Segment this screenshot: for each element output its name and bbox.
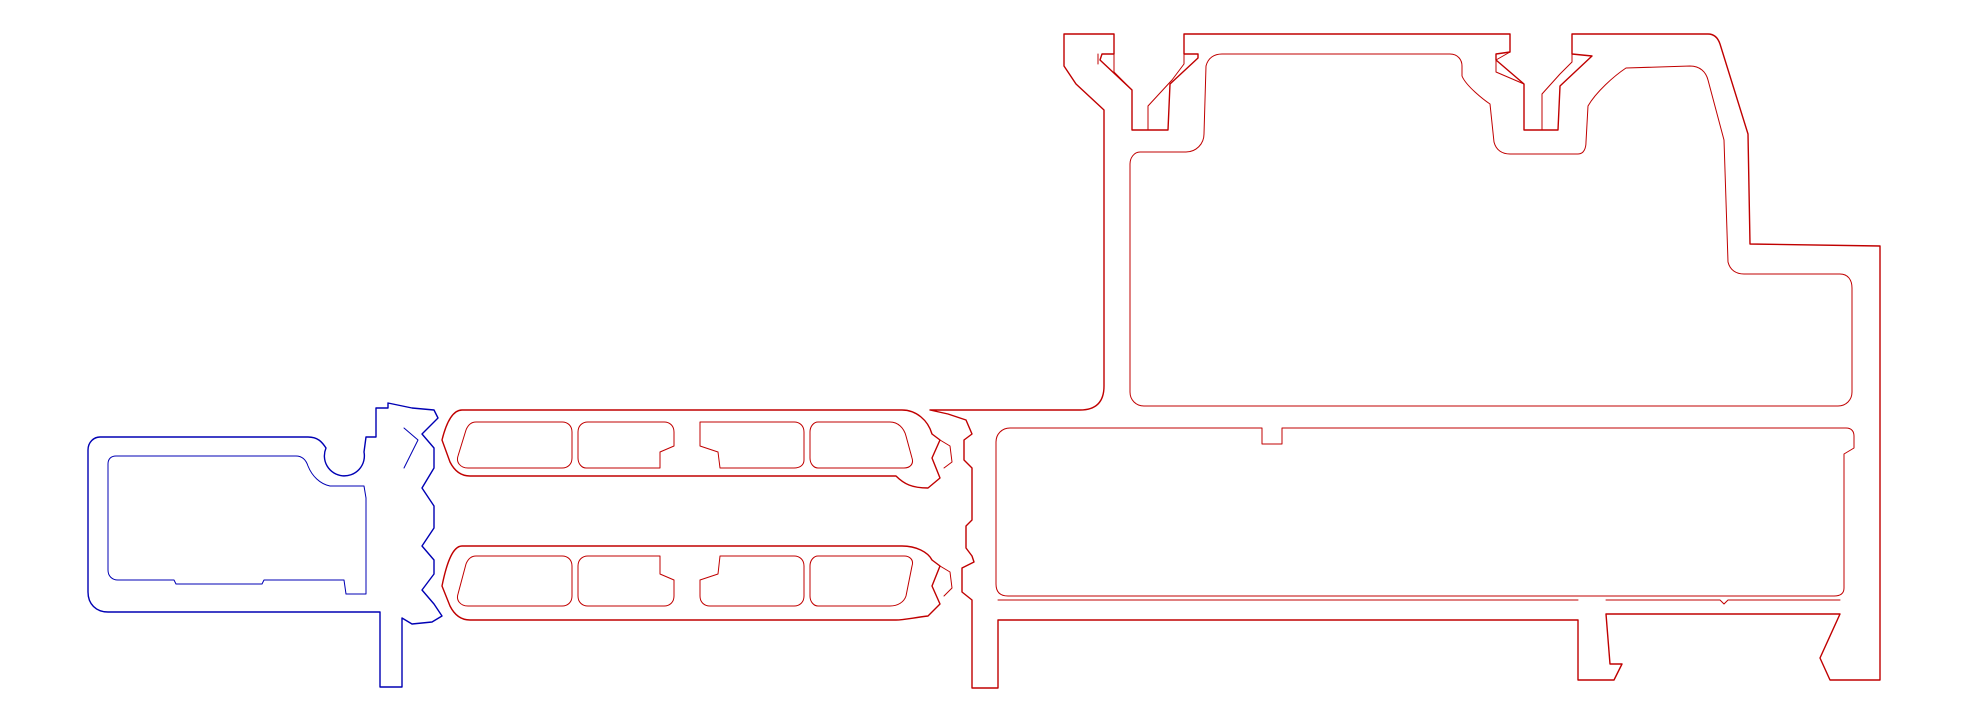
frame-hardware-groove-right <box>1495 51 1573 131</box>
thermal-break-lower-chamber-3 <box>699 555 805 607</box>
frame-upper-chamber <box>1129 53 1853 407</box>
thermal-break-upper-chamber-3 <box>699 421 805 469</box>
frame-lower-chamber <box>995 427 1855 597</box>
sash-profile <box>87 402 443 688</box>
thermal-break-upper-chamber-4 <box>809 421 913 469</box>
thermal-break-upper <box>441 409 941 489</box>
thermal-break-lower <box>441 545 941 621</box>
sash-inner-chamber <box>107 455 367 595</box>
thermal-break-lower-chamber-1 <box>457 555 573 607</box>
frame-hardware-groove-left <box>1097 53 1185 131</box>
thermal-break-upper-body <box>441 409 941 489</box>
sash-clip-notch <box>403 427 419 469</box>
thermal-break-lower-chamber-2 <box>577 555 675 607</box>
frame-profile <box>929 33 1881 689</box>
frame-lower-rail <box>997 599 1841 605</box>
thermal-break-lower-chamber-4 <box>809 555 913 607</box>
thermal-break-upper-chamber-1 <box>457 421 573 469</box>
thermal-break-lower-body <box>441 545 941 621</box>
frame-web <box>939 439 953 597</box>
sash-outer-contour <box>87 402 443 688</box>
thermal-break-upper-chamber-2 <box>577 421 675 469</box>
frame-outer-contour <box>929 33 1881 689</box>
